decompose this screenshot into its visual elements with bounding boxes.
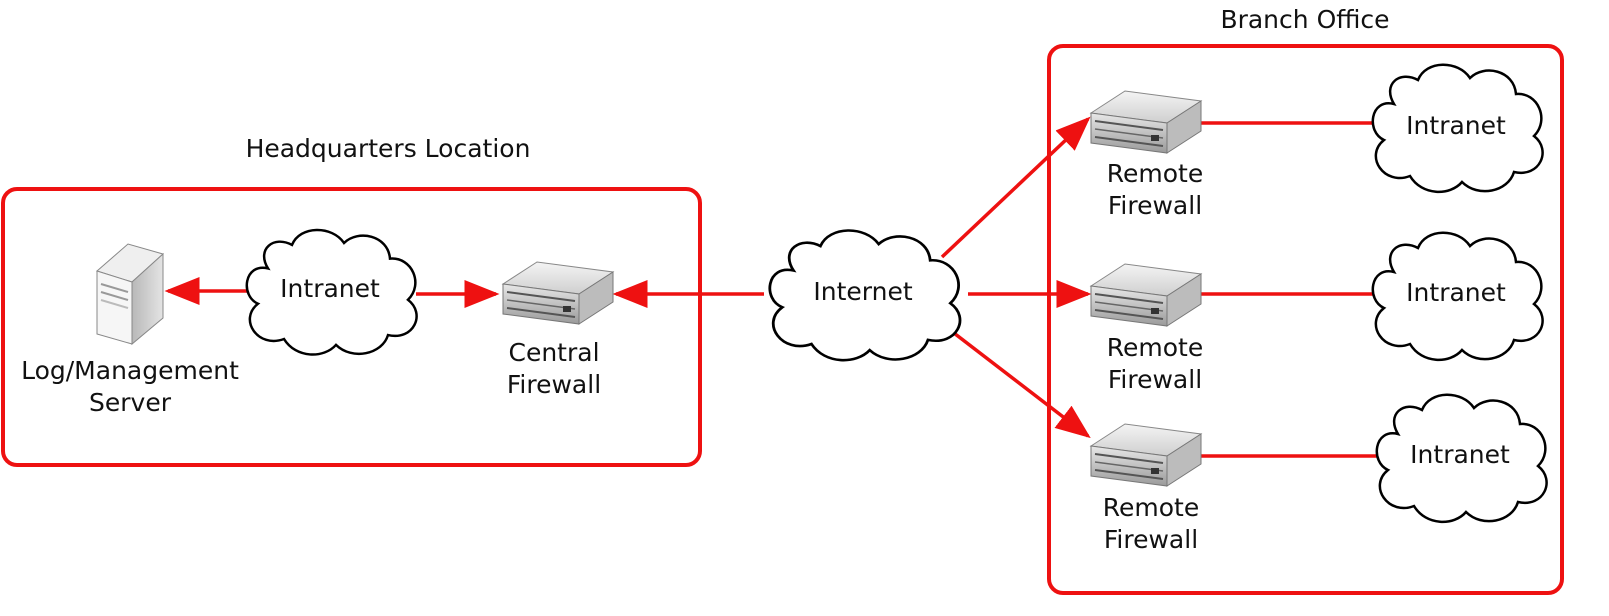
log-server-label-line1: Log/Management bbox=[21, 356, 239, 385]
branch-intranet-1-label: Intranet bbox=[1406, 111, 1506, 140]
hq-intranet-label: Intranet bbox=[280, 274, 380, 303]
branch-intranet-2-label: Intranet bbox=[1406, 278, 1506, 307]
branch-intranet-1-cloud-icon bbox=[1371, 63, 1544, 194]
link-internet-to-remote-firewall-3 bbox=[948, 328, 1091, 439]
remote-firewall-3-label-line2: Firewall bbox=[1104, 525, 1198, 554]
branch-office-title: Branch Office bbox=[1220, 5, 1389, 34]
central-firewall-label-line2: Firewall bbox=[507, 370, 601, 399]
headquarters-title: Headquarters Location bbox=[246, 134, 531, 163]
central-firewall-icon bbox=[502, 261, 614, 325]
branch-intranet-3-cloud-icon bbox=[1375, 393, 1548, 524]
internet-label: Internet bbox=[813, 277, 912, 306]
remote-firewall-1-label-line2: Firewall bbox=[1108, 191, 1202, 220]
remote-firewall-3-label-line1: Remote bbox=[1103, 493, 1199, 522]
remote-firewall-2-label-line2: Firewall bbox=[1108, 365, 1202, 394]
remote-firewall-2-icon bbox=[1090, 263, 1202, 327]
server-tower-icon bbox=[95, 243, 165, 346]
branch-office-region bbox=[1047, 44, 1564, 595]
internet-cloud-icon bbox=[768, 229, 962, 362]
link-internet-to-remote-firewall-1 bbox=[940, 116, 1091, 259]
central-firewall-label-line1: Central bbox=[508, 338, 599, 367]
remote-firewall-1-icon bbox=[1090, 90, 1202, 154]
remote-firewall-2-label-line1: Remote bbox=[1107, 333, 1203, 362]
log-server-label-line2: Server bbox=[89, 388, 172, 417]
headquarters-region bbox=[1, 187, 702, 467]
branch-intranet-2-cloud-icon bbox=[1371, 231, 1544, 362]
branch-intranet-3-label: Intranet bbox=[1410, 440, 1510, 469]
hq-intranet-cloud-icon bbox=[245, 228, 418, 356]
remote-firewall-1-label-line1: Remote bbox=[1107, 159, 1203, 188]
remote-firewall-3-icon bbox=[1090, 423, 1202, 487]
